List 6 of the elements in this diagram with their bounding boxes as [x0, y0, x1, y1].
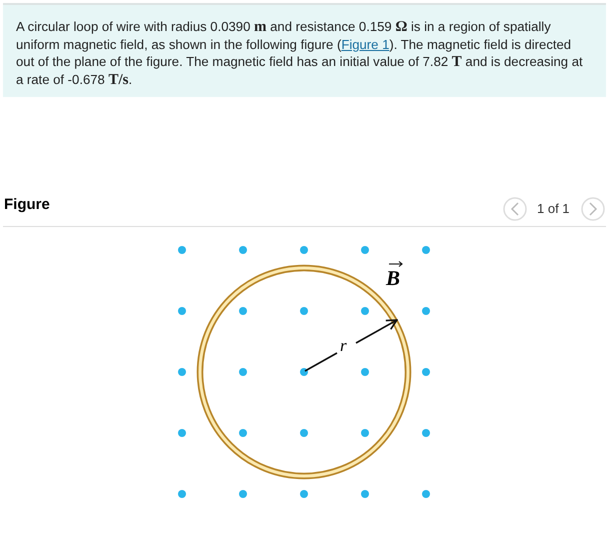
figure-heading: Figure — [4, 196, 50, 213]
radius-label: r — [340, 336, 347, 356]
field-vector-label: B — [386, 264, 400, 291]
problem-text: A circular loop of wire with radius 0.0390 m and resistance 0.159 Ω is in a region of spatially uniform magnetic field, as shown in the following figure (Figure 1). The magnetic field is directed out of the plane of the figure. The magnetic field has an initial value of 7.82 T and is decreasing at a rate of -0.678 T/s. — [3, 3, 606, 97]
figure-link: Figure 1 — [341, 37, 390, 52]
page-counter: 1 of 1 — [537, 201, 570, 216]
